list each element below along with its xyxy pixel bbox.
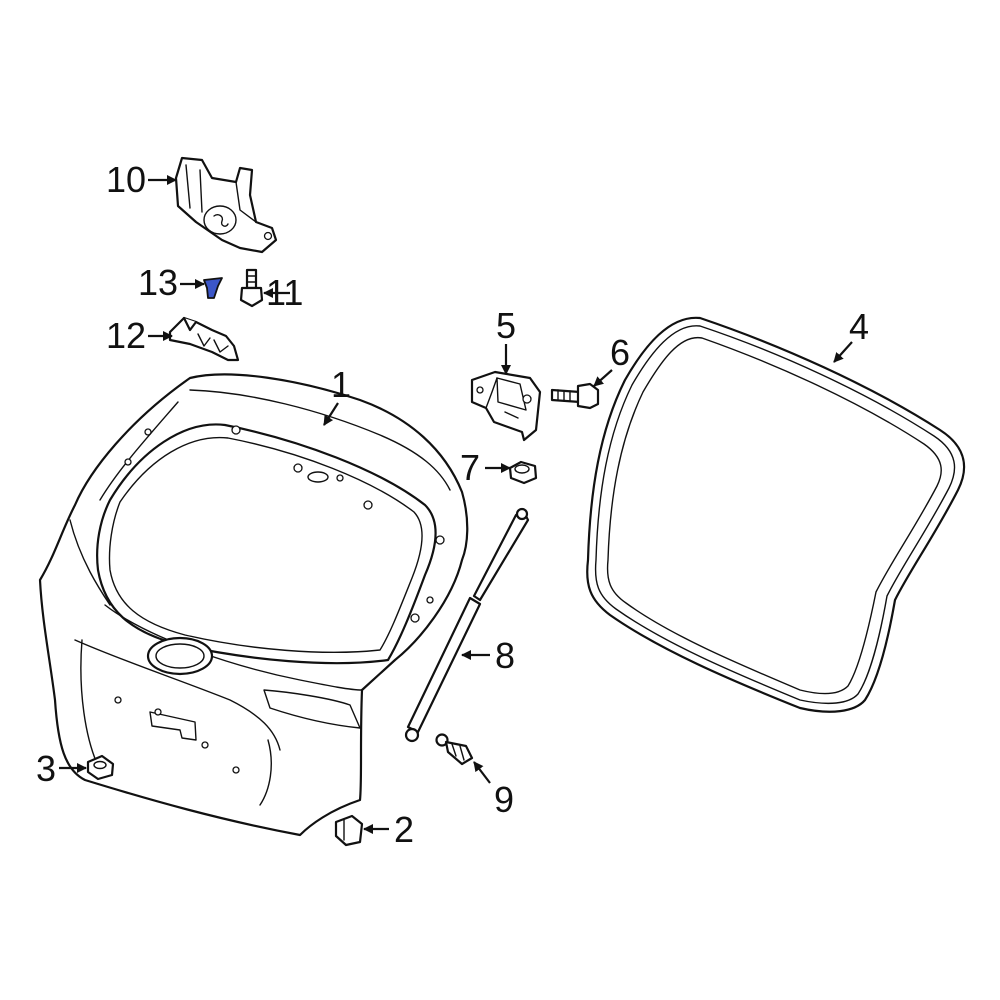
part-6-bolt[interactable]	[550, 382, 600, 410]
callout-13: 13	[138, 262, 205, 303]
part-11-bolt[interactable]	[239, 268, 264, 308]
part-8-lift-support[interactable]	[404, 507, 530, 743]
svg-text:1: 1	[331, 364, 351, 405]
part-2-bumper[interactable]	[334, 814, 364, 847]
part-9-ball-stud[interactable]	[435, 733, 474, 766]
svg-text:10: 10	[106, 159, 146, 200]
svg-text:9: 9	[494, 779, 514, 820]
svg-text:8: 8	[495, 635, 515, 676]
svg-text:5: 5	[496, 305, 516, 346]
svg-text:2: 2	[394, 809, 414, 850]
callout-3: 3	[36, 748, 87, 789]
part-4-weatherstrip[interactable]	[586, 316, 966, 713]
callout-5: 5	[496, 305, 516, 375]
callout-10: 10	[106, 159, 177, 200]
callout-7: 7	[460, 447, 511, 488]
svg-text:4: 4	[849, 306, 869, 347]
svg-text:12: 12	[106, 315, 146, 356]
part-5-hinge[interactable]	[470, 370, 542, 442]
part-10-latch[interactable]	[174, 156, 278, 254]
part-7-nut[interactable]	[508, 460, 538, 485]
part-13-fastener[interactable]	[203, 277, 223, 299]
callout-6: 6	[593, 332, 630, 387]
callout-8: 8	[461, 635, 515, 676]
part-3-nut[interactable]	[86, 754, 115, 781]
svg-text:3: 3	[36, 748, 56, 789]
callout-4: 4	[833, 306, 869, 363]
svg-text:6: 6	[610, 332, 630, 373]
callout-12: 12	[106, 315, 173, 356]
callout-11: 11	[263, 272, 303, 313]
svg-text:7: 7	[460, 447, 480, 488]
callout-1: 1	[323, 364, 351, 426]
callout-2: 2	[363, 809, 414, 850]
part-12-switch[interactable]	[168, 316, 240, 362]
part-1-liftgate[interactable]	[38, 373, 469, 837]
svg-text:13: 13	[138, 262, 178, 303]
callout-9: 9	[473, 761, 514, 820]
